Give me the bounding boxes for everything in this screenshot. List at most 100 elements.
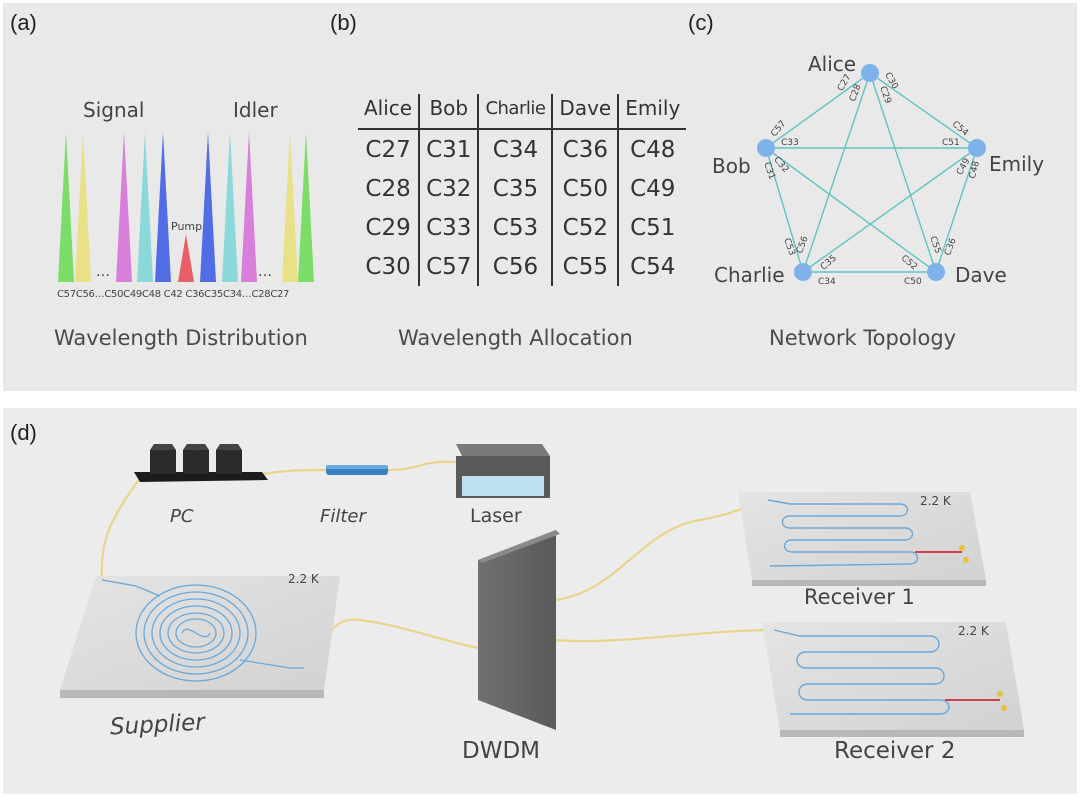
channel-axis: C57C56…C50C49C48 C42 C36C35C34…C28C27 bbox=[57, 289, 289, 300]
signal-label: Signal bbox=[83, 98, 145, 122]
channel-c34: C34 bbox=[222, 289, 242, 300]
supplier-label: Supplier bbox=[109, 709, 206, 741]
spiral-waveguide bbox=[101, 579, 304, 682]
table-cell: C29 bbox=[365, 214, 411, 241]
receiver2-temperature: 2.2 K bbox=[958, 624, 989, 638]
table-cell: C50 bbox=[551, 169, 619, 208]
channel-peak bbox=[282, 132, 298, 282]
channel-peak bbox=[241, 132, 257, 282]
supplier-chip bbox=[60, 576, 340, 698]
pc-label: PC bbox=[170, 506, 194, 527]
laser-device bbox=[456, 444, 550, 498]
node-label-emily: Emily bbox=[989, 152, 1045, 176]
fiber-pc-filter bbox=[261, 468, 327, 476]
laser-label: Laser bbox=[470, 505, 522, 527]
table-cell: C34 bbox=[477, 129, 553, 169]
channel-peak bbox=[200, 132, 216, 282]
supplier-temperature: 2.2 K bbox=[288, 572, 319, 586]
fiber-pc-supplier bbox=[100, 477, 141, 581]
channel-peak bbox=[137, 132, 153, 282]
table-cell: C31 bbox=[418, 129, 479, 169]
header-alice: Alice bbox=[358, 94, 420, 130]
table-cell: C36 bbox=[551, 129, 619, 169]
filter-label: Filter bbox=[320, 506, 366, 527]
receiver2-chip bbox=[762, 622, 1024, 737]
channel-peak bbox=[75, 132, 91, 282]
panel-b-caption: Wavelength Allocation bbox=[398, 326, 633, 350]
channel-c49: C49 bbox=[123, 289, 142, 300]
edge-label: C50 bbox=[904, 277, 922, 287]
dwdm-label: DWDM bbox=[462, 738, 541, 764]
receiver1-chip bbox=[738, 492, 986, 586]
pump-label: Pump bbox=[171, 220, 203, 233]
channel-c50: C50 bbox=[104, 289, 124, 300]
table-cell: C32 bbox=[418, 169, 479, 208]
node-emily bbox=[968, 139, 986, 157]
panel-a-caption: Wavelength Distribution bbox=[54, 326, 308, 350]
edge-emily-dave bbox=[935, 147, 978, 273]
table-row: C29 C33 C53 C52 C51 bbox=[358, 208, 687, 247]
channel-ellipsis-1: … bbox=[94, 289, 105, 300]
spectrum-peaks bbox=[58, 132, 314, 282]
table-cell: C33 bbox=[418, 208, 479, 247]
channel-c35: C35 bbox=[204, 289, 223, 300]
fiber-filter-laser bbox=[387, 460, 457, 472]
table-cell: C53 bbox=[477, 208, 553, 247]
edge-alice-charlie bbox=[802, 72, 871, 273]
header-bob: Bob bbox=[418, 94, 479, 130]
channel-peak bbox=[155, 132, 171, 282]
receiver1-label: Receiver 1 bbox=[804, 585, 915, 609]
panel-a-label: (a) bbox=[10, 10, 37, 35]
node-label-alice: Alice bbox=[808, 52, 857, 76]
channel-peak bbox=[222, 132, 238, 282]
header-dave: Dave bbox=[551, 94, 619, 130]
table-row: C30 C57 C56 C55 C54 bbox=[358, 247, 687, 286]
node-alice bbox=[861, 64, 879, 82]
fiber-dwdm-receiver2 bbox=[555, 628, 775, 643]
table-cell: C57 bbox=[418, 247, 479, 286]
panel-c-caption: Network Topology bbox=[769, 326, 957, 350]
edge-alice-emily bbox=[869, 72, 978, 149]
dwdm-device bbox=[478, 530, 560, 730]
table-cell: C27 bbox=[365, 136, 411, 163]
edge-label: C51 bbox=[942, 138, 960, 148]
table-cell: C35 bbox=[477, 169, 553, 208]
edge-bob-dave bbox=[765, 147, 937, 273]
node-label-charlie: Charlie bbox=[714, 263, 785, 287]
panel-d-label: (d) bbox=[10, 420, 37, 445]
allocation-table: Alice Bob Charlie Dave Emily C27 C31 C34… bbox=[358, 94, 687, 286]
table-cell: C55 bbox=[551, 247, 619, 286]
table-row: C28 C32 C35 C50 C49 bbox=[358, 169, 687, 208]
table-cell: C56 bbox=[477, 247, 553, 286]
channel-peak bbox=[116, 132, 132, 282]
channel-c56: C56 bbox=[75, 289, 95, 300]
header-emily: Emily bbox=[617, 94, 687, 130]
edge-label: C34 bbox=[818, 277, 836, 287]
channel-c28: C28 bbox=[251, 289, 271, 300]
edge-bob-charlie bbox=[765, 147, 804, 273]
channel-c36: C36 bbox=[185, 289, 205, 300]
edge-emily-charlie bbox=[802, 147, 978, 273]
table-row: C27 C31 C34 C36 C48 bbox=[358, 129, 687, 169]
node-charlie bbox=[794, 263, 812, 281]
node-label-bob: Bob bbox=[712, 154, 751, 178]
table-cell: C28 bbox=[365, 175, 411, 202]
node-dave bbox=[927, 263, 945, 281]
topology-nodes bbox=[757, 64, 986, 281]
table-cell: C51 bbox=[617, 208, 687, 247]
idler-label: Idler bbox=[233, 98, 278, 122]
panel-c-label: (c) bbox=[688, 10, 714, 35]
ellipsis-right: … bbox=[258, 264, 272, 280]
table-cell: C52 bbox=[551, 208, 619, 247]
ellipsis-left: … bbox=[96, 264, 110, 280]
panel-b-label: (b) bbox=[330, 10, 357, 35]
edge-alice-bob bbox=[765, 72, 871, 149]
allocation-header-row: Alice Bob Charlie Dave Emily bbox=[358, 94, 687, 130]
fiber-dwdm-receiver1 bbox=[555, 498, 769, 602]
node-bob bbox=[757, 139, 775, 157]
channel-ellipsis-2: … bbox=[241, 289, 252, 300]
receiver2-waveguide bbox=[773, 629, 950, 715]
filter-device bbox=[326, 465, 388, 475]
